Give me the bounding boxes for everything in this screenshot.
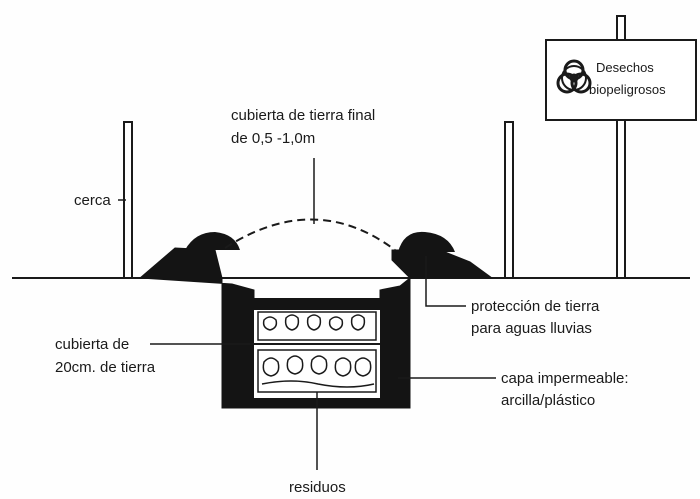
- label-soil-cover-1: cubierta de: [55, 336, 129, 353]
- sign-text-line1: Desechos: [596, 60, 654, 75]
- label-fence: cerca: [74, 192, 111, 209]
- label-final-cover-1: cubierta de tierra final: [231, 107, 375, 124]
- final-cover-arc: [224, 218, 396, 251]
- biohazard-icon: [556, 59, 592, 94]
- label-rain-protection-1: protección de tierra: [471, 298, 600, 315]
- label-liner-1: capa impermeable:: [501, 370, 629, 387]
- upper-waste-layer: [257, 311, 377, 341]
- label-waste: residuos: [289, 479, 346, 496]
- sign-text-line2: biopeligrosos: [589, 82, 666, 97]
- waste-bags-upper: [262, 314, 366, 331]
- leader-rain-protection: [425, 256, 466, 307]
- warning-sign-board: [545, 39, 697, 121]
- left-berm: [185, 232, 240, 250]
- label-final-cover-2: de 0,5 -1,0m: [231, 130, 315, 147]
- label-soil-cover-2: 20cm. de tierra: [55, 359, 156, 376]
- pit-top-band: [254, 298, 380, 310]
- label-rain-protection-2: para aguas lluvias: [471, 320, 592, 337]
- waste-bags-lower: [261, 355, 375, 388]
- right-berm: [398, 231, 455, 252]
- label-liner-2: arcilla/plástico: [501, 392, 595, 409]
- fence-post-right: [504, 121, 514, 279]
- sign-post: [616, 15, 626, 279]
